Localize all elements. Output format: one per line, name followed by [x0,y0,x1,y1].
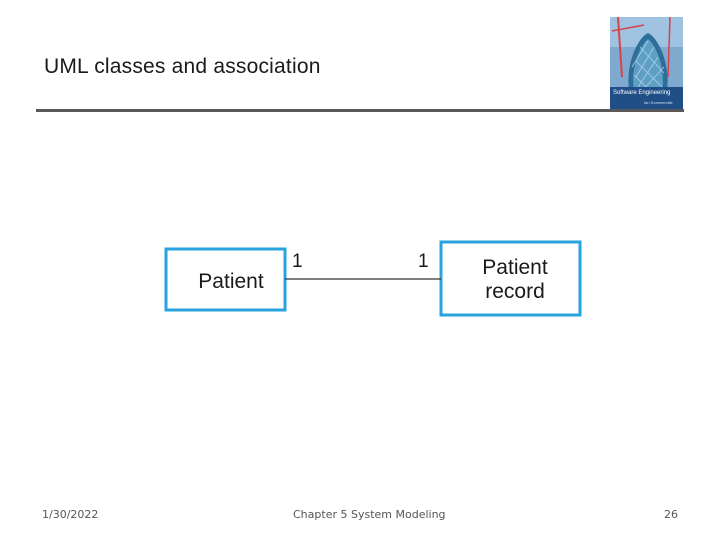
class-box-patient-record [439,240,582,317]
class-name-patient-record-line1: Patient [482,256,548,279]
class-name-patient-record-line2: record [485,280,545,303]
multiplicity-patient-record: 1 [418,251,429,272]
slide-title: UML classes and association [44,55,321,78]
footer-page-number: 26 [664,508,678,521]
multiplicity-patient: 1 [292,251,303,272]
title-divider [36,109,684,112]
book-cover-title: Software Engineering [613,90,671,96]
class-name-patient: Patient [198,270,264,293]
book-cover-image: Software Engineering Ian Sommerville [610,17,683,110]
book-cover-subtitle: Ian Sommerville [644,100,673,105]
footer-chapter: Chapter 5 System Modeling [293,508,446,521]
footer-date: 1/30/2022 [42,508,99,521]
